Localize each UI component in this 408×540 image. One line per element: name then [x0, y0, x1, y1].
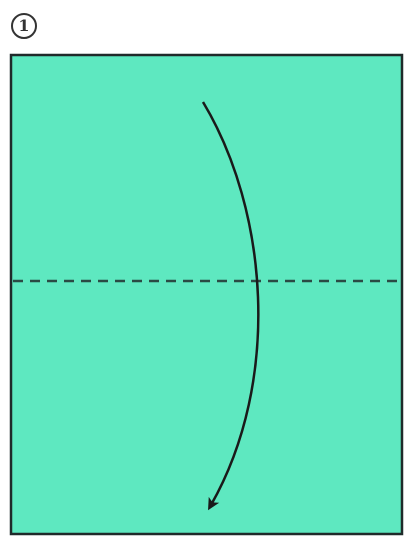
paper-sheet	[9, 53, 404, 536]
fold-arrow-icon	[201, 101, 260, 511]
step-number-badge: 1	[11, 13, 37, 39]
step-number: 1	[18, 16, 30, 35]
